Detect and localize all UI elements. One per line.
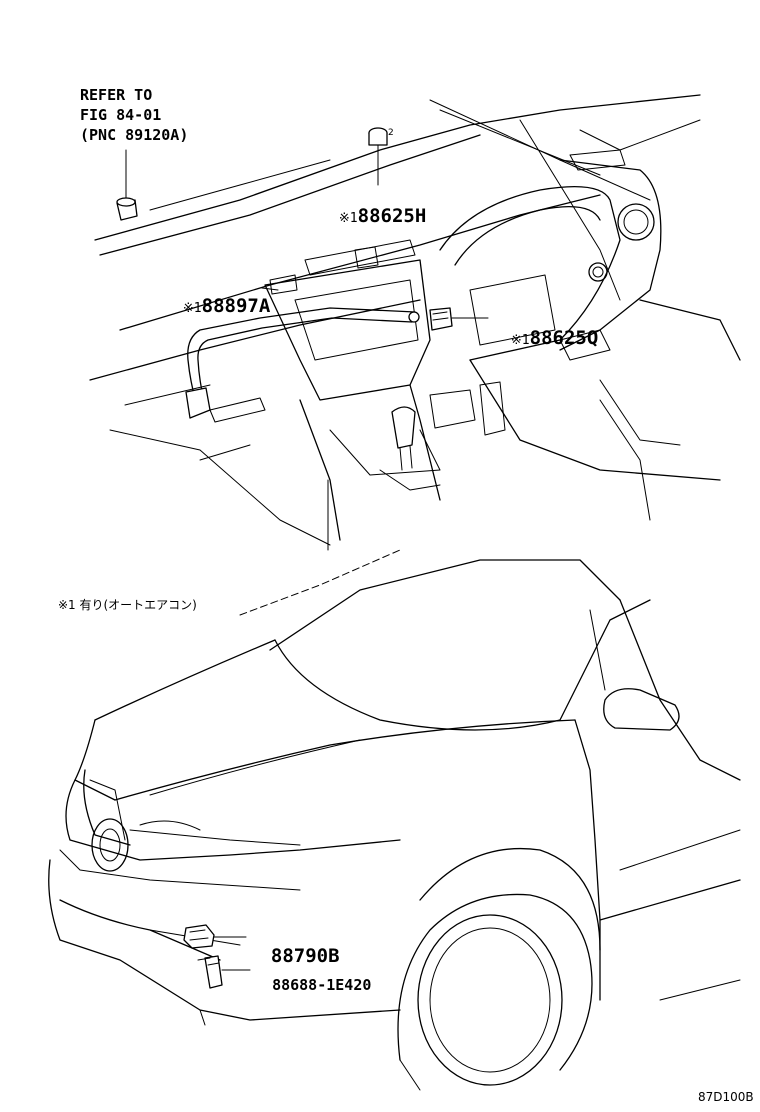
callout-part-number: 88625Q: [529, 327, 599, 349]
dashboard-illustration: [89, 94, 741, 551]
callout-mark: ※1: [182, 301, 202, 316]
car-front-illustration: [48, 549, 741, 1091]
refer-line1: REFER TO: [80, 86, 153, 104]
callout-88897A: ※188897A: [160, 278, 270, 316]
callout-88625Q: ※188625Q: [488, 310, 598, 348]
footnote: ※1 有り(オートエアコン): [58, 598, 197, 612]
callout-mark: ※1: [338, 211, 358, 226]
refer-line3: (PNC 89120A): [80, 126, 189, 144]
callout-88688-1E420: 88688-1E420: [254, 963, 371, 993]
small-mark: 2: [388, 128, 394, 138]
callout-88625H: ※188625H: [316, 188, 426, 226]
callout-part-number: 88790B: [270, 945, 340, 967]
callout-mark: ※1: [510, 333, 530, 348]
callout-88790B: 88790B: [248, 928, 340, 966]
callout-part-number: 88688-1E420: [272, 976, 372, 994]
callout-part-number: 88625H: [357, 205, 427, 227]
refer-line2: FIG 84-01: [80, 106, 162, 124]
figure-id: 87D100B: [698, 1090, 754, 1104]
callout-part-number: 88897A: [201, 295, 271, 317]
